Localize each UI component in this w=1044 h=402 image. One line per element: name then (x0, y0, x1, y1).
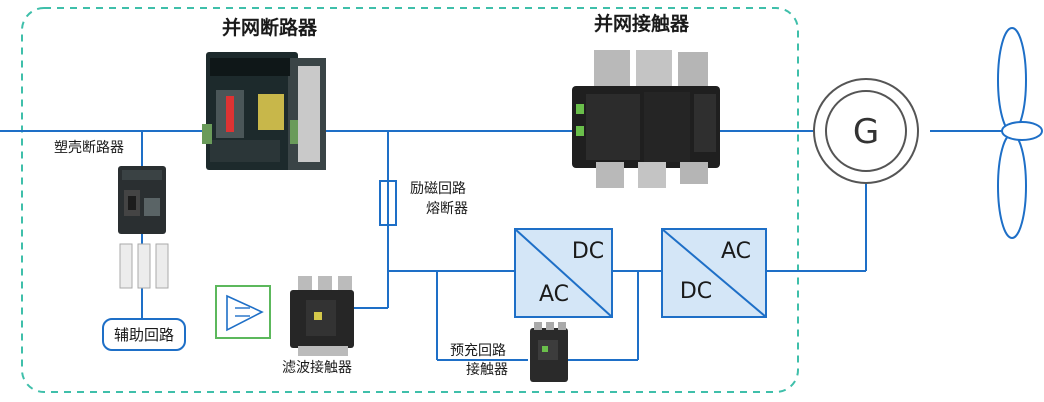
grid-contactor-device (572, 50, 720, 188)
grid-contactor-label: 并网接触器 (594, 13, 690, 35)
cabinet-boundary (21, 7, 799, 393)
grid-breaker-device (202, 52, 326, 170)
converter-1-bottom-text: AC (539, 282, 569, 307)
excitation-fuse-label-1: 励磁回路 (410, 181, 466, 197)
wind-rotor-icon (997, 27, 1043, 239)
filter-capacitor-icon (215, 285, 271, 339)
grid-breaker-label: 并网断路器 (222, 17, 318, 39)
generator-symbol (813, 78, 919, 184)
filter-contactor-label: 滤波接触器 (282, 360, 352, 376)
precharge-label-1: 预充回路 (450, 343, 506, 359)
converter-1 (514, 228, 613, 318)
mccb-label: 塑壳断路器 (54, 140, 124, 156)
converter-1-top-text: DC (572, 239, 604, 264)
precharge-label-2: 接触器 (466, 362, 508, 378)
converter-2-bottom-text: DC (680, 279, 712, 304)
generator-letter: G (853, 112, 879, 152)
filter-contactor-device (290, 276, 354, 356)
mccb-device (118, 166, 166, 234)
converter-2-top-text: AC (721, 239, 751, 264)
converter-2 (661, 228, 767, 318)
excitation-fuse-label-2: 熔断器 (426, 201, 468, 217)
aux-circuit-label: 辅助回路 (102, 318, 187, 351)
auxiliary-fuses (119, 243, 169, 289)
precharge-contactor-device (530, 322, 568, 382)
